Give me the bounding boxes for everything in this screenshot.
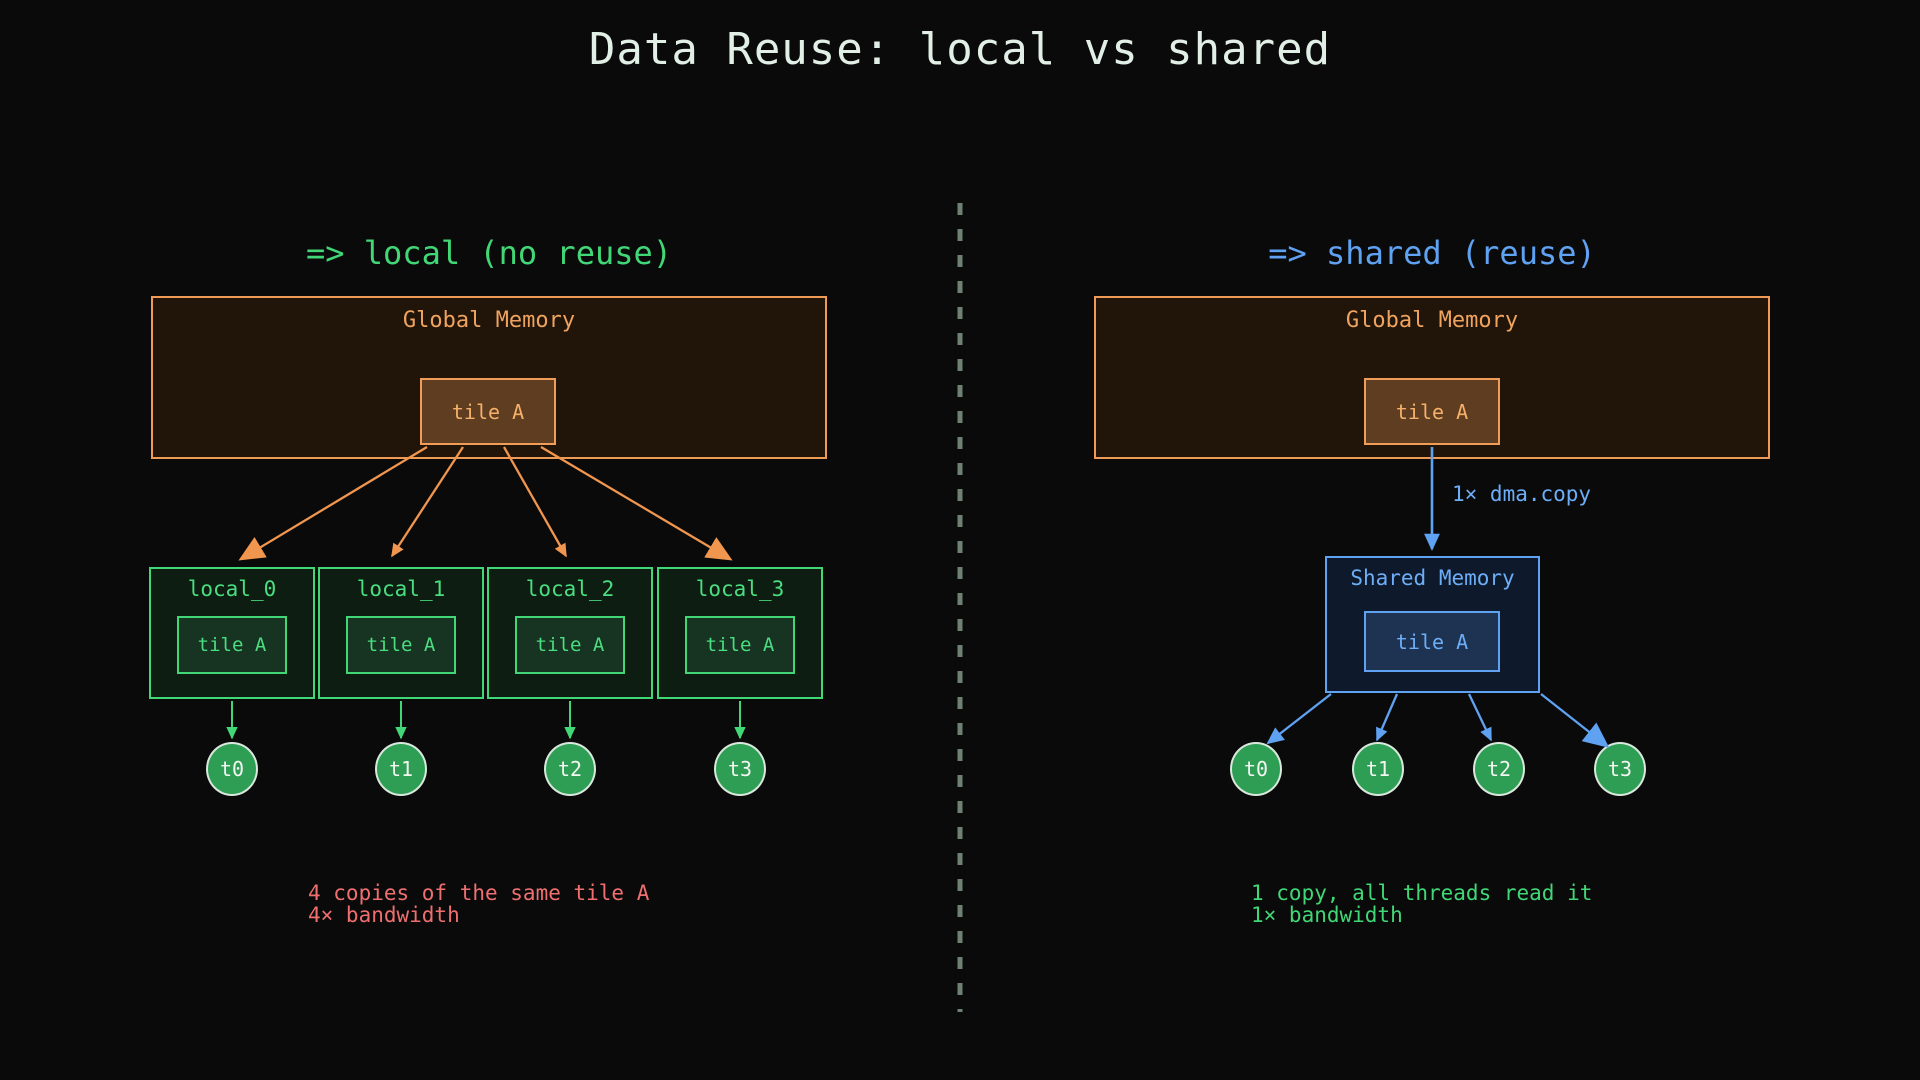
left-thread-circle-t2: t2 — [544, 742, 596, 796]
local-box-3: local_3 tile A — [657, 567, 823, 699]
local-box-2-label: local_2 — [525, 577, 615, 601]
shared-tile-a: tile A — [1364, 611, 1500, 672]
diagram-title: Data Reuse: local vs shared — [588, 24, 1332, 75]
dma-copy-label: 1× dma.copy — [1452, 482, 1592, 506]
left-thread-circle-t0: t0 — [206, 742, 258, 796]
left-panel-heading: => local (no reuse) — [305, 234, 673, 272]
local-box-3-label: local_3 — [695, 577, 785, 601]
left-global-memory-label: Global Memory — [402, 308, 576, 333]
right-thread-circle-t2: t2 — [1473, 742, 1525, 796]
shared-to-thread-arrow-1 — [1375, 693, 1399, 742]
left-caption-line2: 4× bandwidth — [308, 903, 460, 927]
local-box-2-tile-a: tile A — [515, 616, 625, 674]
right-caption: 1 copy, all threads read it 1× bandwidth — [1251, 882, 1592, 926]
left-caption: 4 copies of the same tile A 4× bandwidth — [308, 882, 649, 926]
left-thread-circle-t1: t1 — [375, 742, 427, 796]
right-panel-heading: => shared (reuse) — [1268, 234, 1596, 272]
left-caption-line1: 4 copies of the same tile A — [308, 881, 650, 905]
shared-memory-label: Shared Memory — [1350, 566, 1515, 590]
left-thread-circle-t3: t3 — [714, 742, 766, 796]
right-thread-circle-t1: t1 — [1352, 742, 1404, 796]
fanout-arrow-local-2 — [503, 446, 567, 558]
fanout-arrow-local-3 — [540, 446, 733, 561]
right-caption-line2: 1× bandwidth — [1251, 903, 1403, 927]
right-caption-line1: 1 copy, all threads read it — [1251, 881, 1593, 905]
right-global-memory-label: Global Memory — [1345, 308, 1519, 333]
shared-to-thread-arrow-3 — [1540, 693, 1610, 748]
shared-to-thread-arrow-0 — [1266, 693, 1332, 745]
local-box-0-tile-a: tile A — [177, 616, 287, 674]
local-box-3-tile-a: tile A — [685, 616, 795, 674]
right-global-tile-a: tile A — [1364, 378, 1500, 445]
left-global-tile-a: tile A — [420, 378, 556, 445]
local-box-1: local_1 tile A — [318, 567, 484, 699]
shared-to-thread-arrow-2 — [1467, 693, 1493, 742]
right-thread-circle-t3: t3 — [1594, 742, 1646, 796]
local-box-1-tile-a: tile A — [346, 616, 456, 674]
fanout-arrow-local-0 — [238, 446, 428, 561]
local-box-0-label: local_0 — [187, 577, 277, 601]
local-box-0: local_0 tile A — [149, 567, 315, 699]
local-box-2: local_2 tile A — [487, 567, 653, 699]
local-box-1-label: local_1 — [356, 577, 446, 601]
right-thread-circle-t0: t0 — [1230, 742, 1282, 796]
fanout-arrow-local-1 — [391, 446, 464, 558]
